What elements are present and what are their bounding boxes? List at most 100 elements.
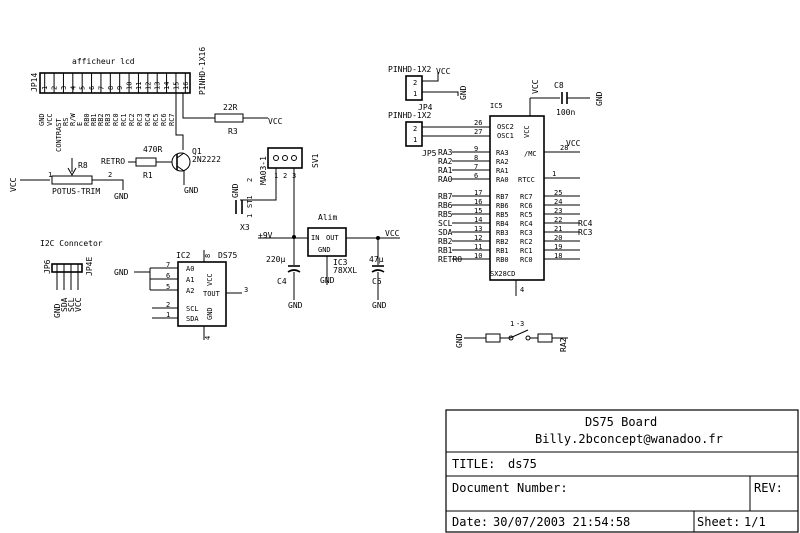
ic5-part: SX28CD bbox=[490, 270, 515, 278]
lcd-pin-number: 9 bbox=[116, 86, 124, 90]
pic-left-pin-number: 15 bbox=[474, 207, 482, 215]
r8-ref: R8 bbox=[78, 161, 88, 170]
svg-text:2: 2 bbox=[283, 172, 287, 180]
jp6-ref: JP6 bbox=[43, 259, 52, 274]
ic2-pin-name: SDA bbox=[186, 315, 199, 323]
lcd-pin-number: 5 bbox=[79, 86, 87, 90]
pic-left-pin-number: 10 bbox=[474, 252, 482, 260]
r1-retro-net: RETRO bbox=[101, 157, 125, 166]
svg-text:3: 3 bbox=[244, 286, 248, 294]
pic-left-pin-number: 13 bbox=[474, 225, 482, 233]
svg-text:IN: IN bbox=[311, 234, 319, 242]
pic-right-pin-number: 19 bbox=[554, 243, 562, 251]
ic2-pin-name: SCL bbox=[186, 305, 199, 313]
lcd-net-label: VCC bbox=[46, 113, 54, 126]
lcd-connector-part: PINHD-1X16 bbox=[198, 47, 207, 95]
pic-left-pin-name: RA0 bbox=[496, 176, 509, 184]
pic-left-pin-name: RB4 bbox=[496, 220, 509, 228]
lcd-net-label: R/W bbox=[69, 113, 77, 126]
q1-ref: Q1 bbox=[192, 147, 202, 156]
date-value: 30/07/2003 21:54:58 bbox=[493, 515, 630, 529]
i2c-title: I2C Conncetor bbox=[40, 239, 103, 248]
sheet-label: Sheet: bbox=[697, 515, 740, 529]
svg-text:RTCC: RTCC bbox=[518, 176, 535, 184]
jp4-body bbox=[405, 75, 423, 101]
lcd-pin-number: 7 bbox=[97, 86, 105, 90]
lcd-net-label: GND bbox=[38, 113, 46, 126]
svg-text:4: 4 bbox=[520, 286, 524, 294]
svg-text:8: 8 bbox=[204, 254, 212, 258]
lcd-header-body bbox=[39, 72, 191, 94]
board-name: DS75 Board bbox=[585, 415, 657, 429]
lcd-net-label: RC3 bbox=[136, 113, 144, 126]
svg-text:4: 4 bbox=[204, 336, 212, 340]
pic-right-pin-number: 25 bbox=[554, 189, 562, 197]
svg-text:VCC: VCC bbox=[523, 125, 531, 138]
pic-right-pin-name: RC7 bbox=[520, 193, 533, 201]
ic2-pin-name: A2 bbox=[186, 287, 194, 295]
lcd-pin-number: 6 bbox=[88, 86, 96, 90]
pic-left-pin-number: 6 bbox=[474, 172, 478, 180]
svg-text:VCC: VCC bbox=[206, 273, 214, 286]
date-label: Date: bbox=[452, 515, 488, 529]
r3-vcc-label: VCC bbox=[268, 117, 283, 126]
svg-text:2: 2 bbox=[108, 171, 112, 179]
svg-text:GND: GND bbox=[53, 303, 62, 318]
lcd-pin-number: 2 bbox=[51, 86, 59, 90]
pic-right-pin-number: 20 bbox=[554, 234, 562, 242]
pic-right-pin-number: 21 bbox=[554, 225, 562, 233]
lcd-pin-number: 13 bbox=[154, 82, 162, 90]
svg-text:GND: GND bbox=[455, 333, 464, 348]
lcd-net-label: RC4 bbox=[144, 113, 152, 126]
sv1-body bbox=[267, 147, 303, 169]
svg-text:2: 2 bbox=[413, 79, 417, 87]
svg-text:1: 1 bbox=[48, 171, 52, 179]
c4-value: 220µ bbox=[266, 255, 285, 264]
svg-text:2: 2 bbox=[246, 178, 254, 182]
r8-body bbox=[51, 175, 93, 185]
lcd-pin-number: 8 bbox=[107, 86, 115, 90]
c5-ref: C5 bbox=[372, 277, 382, 286]
power-connector: 1 2 3 SV1 MA03-1 GND ST1 2 1 bbox=[231, 147, 320, 237]
svg-text:28: 28 bbox=[560, 144, 568, 152]
reset-pad-2 bbox=[537, 333, 553, 343]
pic-left-net: RETRO bbox=[438, 255, 462, 264]
pic-left-net: RA1 bbox=[438, 166, 453, 175]
pic-left-pin-number: 17 bbox=[474, 189, 482, 197]
svg-text:1: 1 bbox=[510, 320, 514, 328]
sheet-value: 1/1 bbox=[744, 515, 766, 529]
lcd-net-label: RC5 bbox=[152, 113, 160, 126]
svg-text:SDA: SDA bbox=[60, 297, 69, 312]
ic2-gnd: GND bbox=[114, 268, 129, 277]
svg-text:OSC2: OSC2 bbox=[497, 123, 514, 131]
c8-value: 100n bbox=[556, 108, 575, 117]
sv1-part: MA03-1 bbox=[259, 156, 268, 185]
contrast-pot: VCC 1 2 R8 POTUS-TRIM GND bbox=[9, 158, 129, 201]
lcd-pin-number: 10 bbox=[126, 82, 134, 90]
pic-left-pin-name: RB7 bbox=[496, 193, 509, 201]
pic-left-net: RB1 bbox=[438, 246, 453, 255]
ic2-pin-number: 6 bbox=[166, 272, 170, 280]
pic-left-pin-name: RB6 bbox=[496, 202, 509, 210]
lcd-net-label: RB1 bbox=[90, 113, 98, 126]
ic3-vcc: VCC bbox=[385, 229, 400, 238]
reset-switch: GND 1 - 3 RA2 bbox=[455, 320, 568, 352]
mclr-vcc: VCC bbox=[566, 139, 581, 148]
pic-left-net: SCL bbox=[438, 219, 453, 228]
pic-left-pin-name: RB1 bbox=[496, 247, 509, 255]
pic-left-pin-name: RB5 bbox=[496, 211, 509, 219]
lcd-ref: JP14 bbox=[30, 73, 39, 92]
r8-part: POTUS-TRIM bbox=[52, 187, 100, 196]
svg-text:1: 1 bbox=[552, 170, 556, 178]
pic-left-net: RA0 bbox=[438, 175, 453, 184]
svg-text:OSC1: OSC1 bbox=[497, 132, 514, 140]
lcd-net-label: RS bbox=[62, 118, 70, 126]
pic-right-pin-name: RC5 bbox=[520, 211, 533, 219]
pic-right-pin-number: 22 bbox=[554, 216, 562, 224]
ic2-ref: IC2 bbox=[176, 251, 191, 260]
ic2-body bbox=[177, 261, 227, 327]
lcd-pin-number: 1 bbox=[41, 86, 49, 90]
